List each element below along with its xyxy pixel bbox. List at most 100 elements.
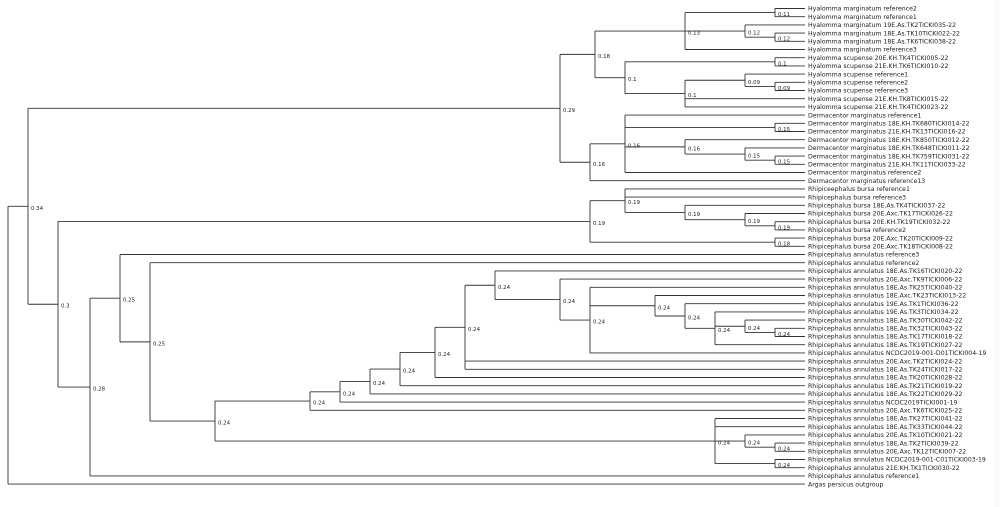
branch-length-label: 0.19 [778, 225, 791, 231]
taxon-label: Dermacentor marginatus 18E.KH.TK759TICKI… [808, 153, 970, 160]
taxon-label: Dermacentor marginatus 18E.KH.TK648TICKI… [808, 145, 970, 152]
branch-length-label: 0.34 [31, 206, 44, 212]
taxon-label: Dermacentor marginatus 21E.KH.TK11TICKI0… [808, 162, 966, 169]
taxon-label: Rhipicephalus annulatus 18E.As.TK30TICKI… [808, 317, 963, 324]
taxon-label: Dermacentor marginatus 21E.KH.TK13TICKI0… [808, 129, 966, 136]
branch-length-label: 0.1 [778, 61, 787, 67]
taxon-label: Dermacentor marginatus reference2 [808, 170, 921, 177]
branch-length-label: 0.12 [748, 31, 760, 37]
taxon-label: Rhipicephalus bursa 20E.Axc.TK18TICKI008… [808, 244, 953, 251]
taxon-label: Hyalomma scupense 20E.KH.TK4TICKI005-22 [808, 55, 949, 62]
taxon-label: Rhipicephalus annulatus 18E.As.TK2TICKI0… [808, 440, 959, 447]
taxon-label: Hyalomma scupense reference3 [808, 88, 908, 95]
taxon-label: Rhipicephalus annulatus 18E.As.TK32TICKI… [808, 326, 963, 333]
taxon-label: Rhipicephalus annulatus 18E.As.TK27TICKI… [808, 416, 963, 423]
taxon-label: Hyalomma scupense 21E.KH.TK6TICKI010-22 [808, 63, 949, 70]
branch-length-label: 0.24 [778, 332, 791, 338]
taxon-label: Dermacentor marginatus 18E.KH.TK680TICKI… [808, 121, 970, 128]
taxon-label: Hyalomma marginatum 19E.As.TK2TICKI035-2… [808, 22, 956, 29]
branch-length-label: 0.1 [628, 77, 637, 83]
branch-length-label: 0.09 [748, 80, 761, 86]
branch-length-label: 0.24 [403, 369, 416, 375]
branch-layer [7, 8, 805, 485]
taxon-label: Rhipiceephalus bursa reference1 [808, 186, 910, 193]
taxon-label: Rhipicephalus bursa reference3 [808, 194, 906, 201]
branch-length-label: 0.24 [563, 299, 576, 305]
branch-length-label: 0.25 [153, 341, 165, 347]
taxon-label: Hyalomma scupense reference1 [808, 71, 908, 78]
taxon-label: Rhipicephalus annulatus 20E.Axc.TK12TICK… [808, 449, 966, 456]
taxon-label: Dermacentor marginatus reference1 [808, 112, 921, 119]
branch-length-label: 0.19 [748, 219, 761, 225]
branch-length-label: 0.24 [593, 320, 606, 326]
branch-length-label: 0.3 [61, 304, 70, 310]
branch-length-label: 0.16 [688, 146, 701, 152]
taxon-label: Rhipicephalus annulatus 20E.Axc.TK6TICKI… [808, 408, 962, 415]
branch-length-label: 0.12 [778, 37, 790, 43]
taxon-label: Hyalomma scupense reference2 [808, 80, 908, 87]
branch-length-label: 0.15 [778, 127, 790, 133]
branch-length-label: 0.24 [438, 352, 451, 358]
taxon-label: Hyalomma scupense 21E.KH.TK4TICKI023-22 [808, 104, 949, 111]
taxon-label: Rhipicephalus annulatus 20E.Axc.TK2TICKI… [808, 358, 962, 365]
taxon-label: Rhipicephalus bursa reference2 [808, 227, 906, 234]
taxon-label: Rhipicephalus annulatus reference3 [808, 252, 919, 259]
taxon-label: Argas persicus outgroup [808, 481, 883, 488]
branch-length-label: 0.24 [718, 441, 731, 447]
branch-length-label: 0.15 [778, 160, 790, 166]
taxon-label: Hyalomma marginatum reference3 [808, 47, 917, 54]
branch-length-label: 0.24 [688, 316, 701, 322]
branch-length-label: 0.09 [778, 86, 791, 92]
branch-length-label: 0.13 [688, 31, 700, 37]
taxon-label: Rhipicephalus annulatus 20E.As.TK10TICKI… [808, 432, 963, 439]
taxon-label: Rhipicephalus annulatus 18E.As.TK21TICKI… [808, 383, 963, 390]
taxon-label: Hyalomma marginatum reference2 [808, 6, 917, 13]
taxon-label: Rhipicephalus annulatus reference2 [808, 260, 919, 267]
branch-length-label: 0.15 [748, 154, 760, 160]
branch-length-label: 0.24 [778, 463, 791, 469]
taxon-label: Rhipicephalus annulatus NCDC2019-001-C01… [808, 457, 986, 464]
branch-length-label: 0.24 [373, 381, 386, 387]
taxon-label: Rhipicephalus annulatus 18E.As.TK24TICKI… [808, 367, 963, 374]
taxon-label: Rhipicephalus annulatus 18E.As.TK16TICKI… [808, 268, 963, 275]
taxon-label: Rhipicephalus annulatus 18E.As.TK22TICKI… [808, 391, 963, 398]
taxon-label: Rhipicephalus annulatus 18E.Axc.TK23TICK… [808, 293, 966, 300]
taxon-label: Rhipicephalus annulatus 18E.As.TK20TICKI… [808, 375, 963, 382]
taxon-label: Hyalomma marginatum reference1 [808, 14, 917, 21]
branch-length-label: 0.18 [778, 242, 791, 248]
taxon-label: Rhipicephalus bursa 20E.Axc.TK20TICKI009… [808, 235, 953, 242]
taxon-label: Rhipicephalus annulatus 18E.As.TK25TICKI… [808, 285, 963, 292]
branch-length-label: 0.24 [658, 305, 671, 311]
branch-length-label: 0.24 [468, 327, 481, 333]
taxon-label: Rhipicephalus bursa 18E.As.TK4TICKI037-2… [808, 203, 945, 210]
right-edge [994, 0, 1000, 507]
taxon-label: Dermacentor marginatus reference13 [808, 178, 925, 185]
branch-length-label: 0.24 [498, 285, 511, 291]
branch-length-label: 0.19 [593, 221, 606, 227]
taxon-label: Rhipicephalus annulatus 19E.As.TK1TICKI0… [808, 301, 959, 308]
branch-length-label: 0.19 [628, 200, 641, 206]
branch-length-label: 0.11 [778, 12, 790, 18]
branch-length-label: 0.24 [748, 441, 761, 447]
branch-length-label: 0.25 [123, 298, 135, 304]
branch-length-label: 0.18 [598, 54, 611, 60]
branch-length-label: 0.19 [688, 212, 701, 218]
branch-length-layer: 0.11 0.12 0.12 0.13 0.1 0.09 0.09 0.1 0.1 0.18 0.1… [31, 12, 791, 469]
taxon-label: Rhipicephalus annulatus NCDC2019-001-D01… [808, 350, 986, 357]
taxon-label: Rhipicephalus annulatus 18E.As.TK17TICKI… [808, 334, 963, 341]
branch-length-label: 0.1 [688, 93, 697, 99]
taxon-label: Hyalomma scupense 21E.KH.TK8TICKI015-22 [808, 96, 949, 103]
taxon-label: Rhipicephalus annulatus 21E.KH.TK1TICKI0… [808, 465, 960, 472]
branch-length-label: 0.28 [93, 387, 106, 393]
taxon-label: Hyalomma marginatum 18E.As.TK10TICKI022-… [808, 30, 960, 37]
taxon-label: Rhipicephalus annulatus 18E.As.TK19TICKI… [808, 342, 963, 349]
taxon-label: Rhipicephalus bursa 20E.KH.TK19TICKI032-… [808, 219, 950, 226]
taxon-label: Rhipicephalus annulatus 18E.As.TK33TICKI… [808, 424, 963, 431]
branch-length-label: 0.29 [563, 108, 576, 114]
branch-length-label: 0.24 [313, 401, 326, 407]
branch-length-label: 0.16 [628, 143, 641, 149]
taxon-label: Rhipicephalus annulatus 19E.As.TK3TICKI0… [808, 309, 959, 316]
